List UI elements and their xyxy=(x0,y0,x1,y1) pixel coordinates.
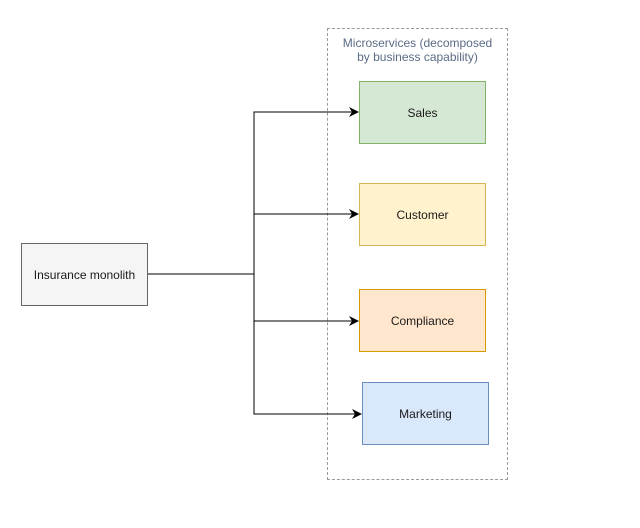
edge-monolith-to-compliance xyxy=(253,274,359,326)
microservices-group: Microservices (decomposed by business ca… xyxy=(327,28,508,480)
customer-label: Customer xyxy=(396,207,449,222)
compliance-label: Compliance xyxy=(390,313,455,328)
insurance-monolith-label: Insurance monolith xyxy=(33,267,136,282)
insurance-monolith-node[interactable]: Insurance monolith xyxy=(21,243,148,306)
microservices-group-title: Microservices (decomposed by business ca… xyxy=(342,36,493,64)
edge-monolith-to-marketing xyxy=(253,321,362,419)
customer-service-node[interactable]: Customer xyxy=(359,183,486,246)
sales-service-node[interactable]: Sales xyxy=(359,81,486,144)
edge-monolith-to-sales xyxy=(148,107,359,275)
marketing-label: Marketing xyxy=(399,406,452,421)
marketing-service-node[interactable]: Marketing xyxy=(362,382,489,445)
compliance-service-node[interactable]: Compliance xyxy=(359,289,486,352)
sales-label: Sales xyxy=(407,105,438,120)
